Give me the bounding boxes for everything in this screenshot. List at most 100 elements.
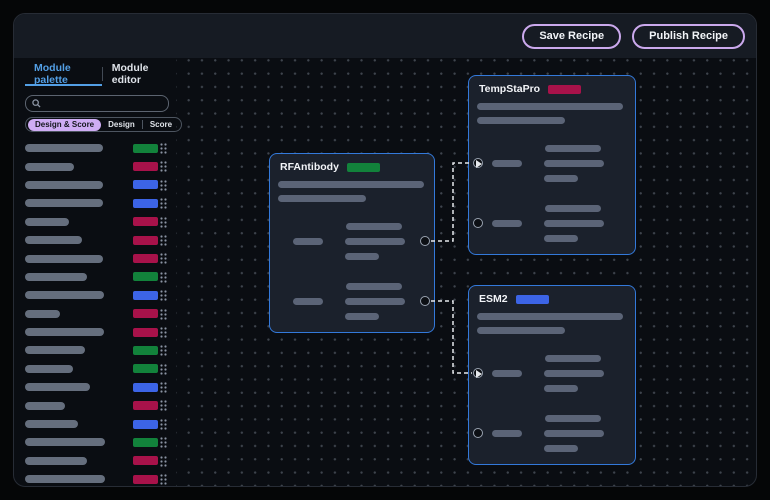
module-name-skeleton <box>25 420 78 429</box>
skeleton-bar <box>346 283 402 290</box>
module-list-item[interactable] <box>14 194 176 212</box>
node-title: RFAntibody <box>280 161 339 173</box>
module-category-badge <box>133 401 158 411</box>
category-filter-group: Design & Score Design Score <box>25 117 183 132</box>
module-list-item[interactable] <box>14 268 176 286</box>
module-list-item[interactable] <box>14 415 176 433</box>
skeleton-bar <box>545 145 601 152</box>
module-list <box>14 139 176 486</box>
drag-handle-icon[interactable] <box>160 161 167 172</box>
drag-handle-icon[interactable] <box>160 235 167 246</box>
module-list-item[interactable] <box>14 452 176 470</box>
module-list-item[interactable] <box>14 176 176 194</box>
drag-handle-icon[interactable] <box>160 419 167 430</box>
module-list-item[interactable] <box>14 341 176 359</box>
module-name-skeleton <box>25 144 103 153</box>
drag-handle-icon[interactable] <box>160 364 167 375</box>
module-category-badge <box>133 162 158 172</box>
module-name-skeleton <box>25 162 74 171</box>
module-list-item[interactable] <box>14 231 176 249</box>
save-recipe-button[interactable]: Save Recipe <box>522 23 622 49</box>
drag-handle-icon[interactable] <box>160 327 167 338</box>
node-port-2[interactable] <box>473 218 483 228</box>
module-category-badge <box>133 419 158 429</box>
skeleton-bar <box>492 160 522 167</box>
drag-handle-icon[interactable] <box>160 382 167 393</box>
module-category-badge <box>133 254 158 264</box>
drag-handle-icon[interactable] <box>160 437 167 448</box>
workflow-canvas[interactable]: RFAntibody TempStaPro ESM2 <box>176 58 756 486</box>
tab-module-editor[interactable]: Module editor <box>111 62 149 86</box>
skeleton-bar <box>345 253 379 260</box>
drag-handle-icon[interactable] <box>160 456 167 467</box>
module-list-item[interactable] <box>14 286 176 304</box>
search-input[interactable] <box>45 98 162 109</box>
workflow-node-esm2[interactable]: ESM2 <box>468 285 636 465</box>
skeleton-bar <box>345 298 405 305</box>
drag-handle-icon[interactable] <box>160 198 167 209</box>
node-port-1[interactable] <box>473 368 483 378</box>
module-category-badge <box>133 456 158 466</box>
module-category-badge <box>133 345 158 355</box>
module-list-item[interactable] <box>14 433 176 451</box>
module-list-item[interactable] <box>14 139 176 157</box>
drag-handle-icon[interactable] <box>160 345 167 356</box>
module-category-badge <box>133 217 158 227</box>
module-list-item[interactable] <box>14 213 176 231</box>
skeleton-bar <box>477 117 565 124</box>
drag-handle-icon[interactable] <box>160 180 167 191</box>
module-list-item[interactable] <box>14 396 176 414</box>
connection-wire <box>431 162 472 242</box>
drag-handle-icon[interactable] <box>160 272 167 283</box>
node-port-2[interactable] <box>473 428 483 438</box>
module-name-skeleton <box>25 180 103 189</box>
drag-handle-icon[interactable] <box>160 216 167 228</box>
module-list-item[interactable] <box>14 305 176 323</box>
drag-handle-icon[interactable] <box>160 308 167 320</box>
module-list-item[interactable] <box>14 470 176 486</box>
node-category-badge <box>548 84 582 94</box>
skeleton-bar <box>544 370 604 377</box>
filter-chip-score[interactable]: Score <box>149 119 173 129</box>
node-category-badge <box>346 162 380 172</box>
module-list-item[interactable] <box>14 249 176 267</box>
module-list-item[interactable] <box>14 378 176 396</box>
module-name-skeleton <box>25 291 104 300</box>
node-port-1[interactable] <box>420 236 430 246</box>
recipe-builder-window: Save Recipe Publish Recipe Module palett… <box>13 13 757 487</box>
module-name-skeleton <box>25 199 103 208</box>
workflow-node-rfantibody[interactable]: RFAntibody <box>269 153 435 333</box>
skeleton-bar <box>278 195 366 202</box>
publish-recipe-button[interactable]: Publish Recipe <box>632 23 745 49</box>
node-header: RFAntibody <box>280 161 380 173</box>
skeleton-bar <box>544 430 604 437</box>
module-category-badge <box>133 364 158 374</box>
module-category-badge <box>133 143 158 153</box>
tab-module-palette[interactable]: Module palette <box>25 62 102 86</box>
node-port-2[interactable] <box>420 296 430 306</box>
module-name-skeleton <box>25 272 87 281</box>
module-name-skeleton <box>25 236 82 245</box>
drag-handle-icon[interactable] <box>160 474 167 485</box>
node-port-1[interactable] <box>473 158 483 168</box>
module-list-item[interactable] <box>14 323 176 341</box>
node-category-badge <box>515 294 549 304</box>
filter-chip-design-score[interactable]: Design & Score <box>28 118 102 131</box>
filter-chip-design[interactable]: Design <box>108 119 135 129</box>
skeleton-bar <box>545 415 601 422</box>
drag-handle-icon[interactable] <box>160 290 167 301</box>
module-category-badge <box>133 474 158 484</box>
node-title: TempStaPro <box>479 83 541 95</box>
drag-handle-icon[interactable] <box>160 253 167 264</box>
drag-handle-icon[interactable] <box>160 143 167 154</box>
skeleton-bar <box>492 220 522 227</box>
skeleton-bar <box>544 385 578 392</box>
module-list-item[interactable] <box>14 360 176 378</box>
workflow-node-tempstapro[interactable]: TempStaPro <box>468 75 636 255</box>
module-name-skeleton <box>25 401 65 410</box>
module-category-badge <box>133 382 158 392</box>
module-search[interactable] <box>25 95 169 112</box>
drag-handle-icon[interactable] <box>160 400 167 412</box>
module-list-item[interactable] <box>14 157 176 175</box>
module-name-skeleton <box>25 217 69 226</box>
